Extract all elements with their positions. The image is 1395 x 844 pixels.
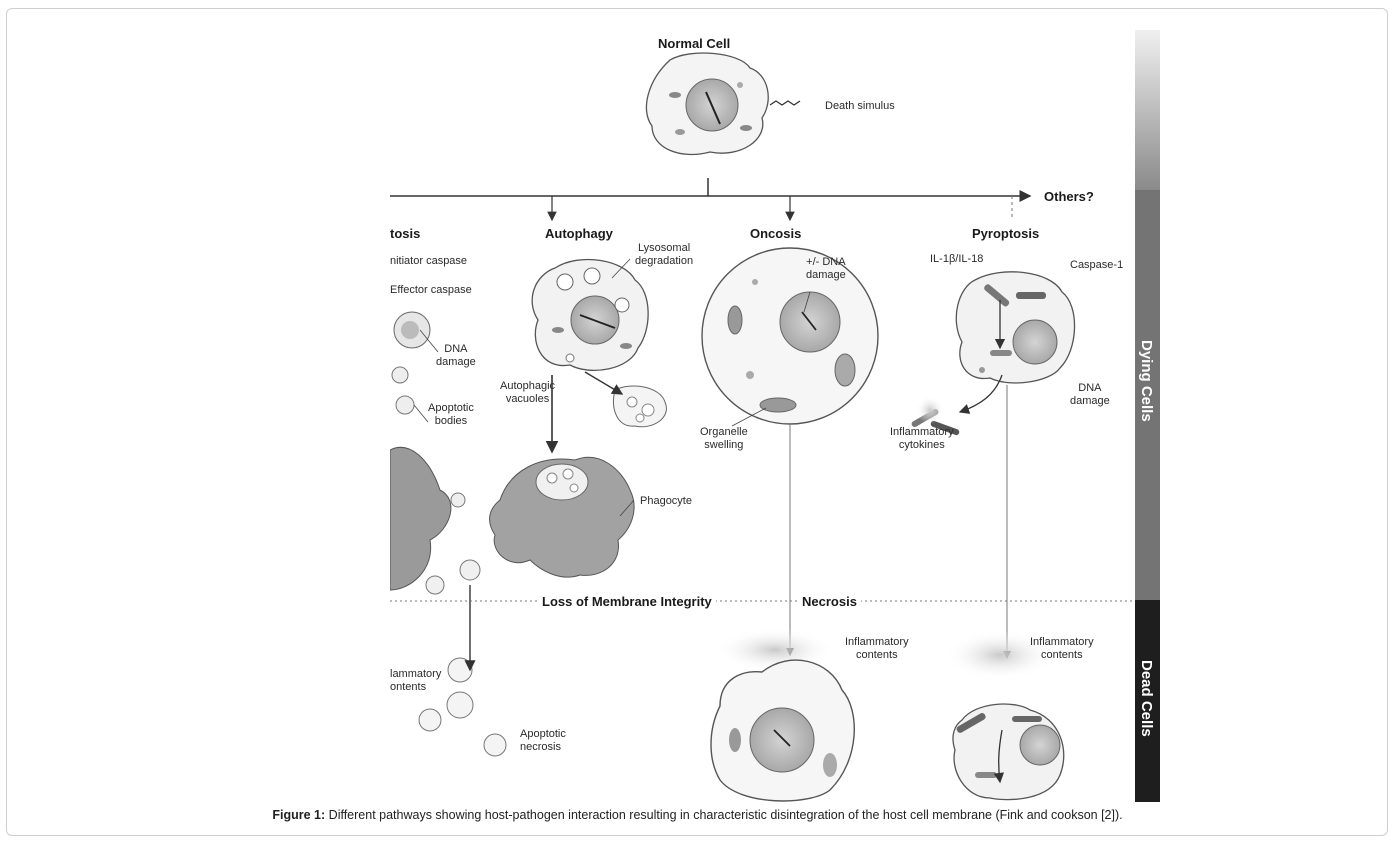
initiator-caspase-label: nitiator caspase [390,255,468,267]
cytokines [911,396,960,436]
necrosis-label: Necrosis [798,594,861,609]
caption-label: Figure 1: [272,808,326,822]
lysosome [613,385,667,428]
normal-cell-title: Normal Cell [658,36,731,51]
others-label: Others? [1044,189,1094,204]
diagram-drawing [390,52,1135,802]
dying-cells-band: Dying Cells [1135,190,1160,600]
cell-death-diagram: Dying Cells Dead Cells Normal Cell Death… [390,30,1160,802]
dead-cells-band: Dead Cells [1135,600,1160,802]
il-label: IL-1β/IL-18 [930,253,984,265]
effector-caspase-label: Effector caspase [390,284,472,296]
organelle-swelling-label: Organelle swelling [700,426,748,451]
dead-cells-label: Dead Cells [1138,660,1155,737]
caspase1-label: Caspase-1 [1070,259,1124,271]
apoptotic-necrosis-label: Apoptotic necrosis [520,728,566,753]
apoptotic-bodies-label: Apoptotic bodies [428,402,474,427]
caption-text: Different pathways showing host-pathogen… [325,808,1123,822]
dead-pyroptosis-cell [945,630,1065,801]
phagocyte [489,456,635,578]
oncosis-title: Oncosis [750,226,802,241]
normal-cell [645,52,769,156]
apoptosis-inflammatory-label: lammatory ontents [390,668,442,693]
apoptosis-dna-label: DNA damage [436,343,476,368]
pyroptosis-cell [955,271,1076,384]
membrane-integrity-label: Loss of Membrane Integrity [538,594,716,609]
oncosis-cell [701,247,879,425]
oncosis-dna-label: +/- DNA damage [806,256,846,281]
cytokines-label: Inflammatory cytokines [890,426,954,451]
phagocyte-label: Phagocyte [640,495,692,507]
dying-band-fade [1135,30,1160,190]
autophagy-title: Autophagy [545,226,613,241]
figure-caption: Figure 1: Different pathways showing hos… [0,808,1395,822]
lysosomal-label: Lysosomal degradation [635,242,694,267]
dead-oncosis-cell [710,628,855,802]
autophagic-vacuoles-label: Autophagic vacuoles [500,380,556,405]
pyroptosis-inflammatory-label: Inflammatory contents [1030,636,1094,661]
pyroptosis-title: Pyroptosis [972,226,1040,241]
stimulus-zigzag [769,100,801,106]
autophagy-cell [531,258,649,371]
dying-cells-label: Dying Cells [1138,340,1155,422]
apoptosis-title: tosis [390,226,421,241]
pyroptosis-dna-label: DNA damage [1070,382,1110,407]
oncosis-inflammatory-label: Inflammatory contents [845,636,909,661]
stimulus-label: Death simulus [825,100,895,112]
